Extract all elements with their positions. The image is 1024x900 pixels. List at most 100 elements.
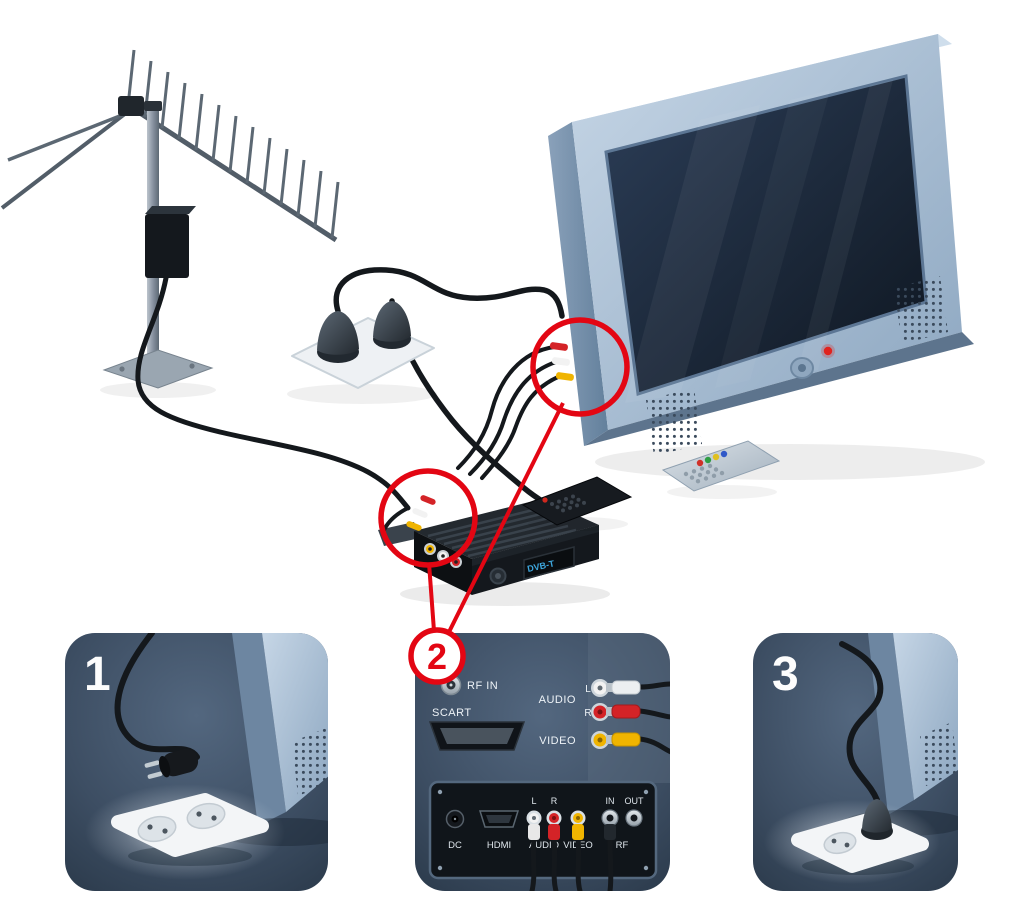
- audio-label: AUDIO: [539, 694, 576, 706]
- rf-in-small-label: IN: [606, 796, 615, 806]
- remote-keypad: [683, 463, 725, 484]
- screen-reflection: [625, 105, 760, 403]
- power-cable: [114, 633, 200, 760]
- base-bolt: [119, 366, 125, 372]
- antenna-director-elements: [126, 49, 340, 239]
- highlight-circle-stb-av: [378, 468, 478, 568]
- socket-hole: [162, 828, 168, 834]
- antenna-clamp: [118, 96, 144, 116]
- tv-speaker-grille-right: [894, 276, 948, 344]
- unplugged-power-plug: [144, 748, 199, 779]
- plugged-power-plug: [861, 799, 893, 840]
- tv-power-button-center: [798, 364, 806, 372]
- outlet-plate: [291, 317, 435, 389]
- tv-illustration: [548, 34, 985, 480]
- panel-2: RF IN SCART AUDIO L R VIDEO: [415, 633, 670, 891]
- rear-right-label: R: [551, 796, 558, 806]
- base-bolt: [189, 363, 195, 369]
- power-plug-left: [317, 311, 359, 363]
- rf-out-small-label: OUT: [625, 796, 645, 806]
- wall-outlet: [287, 301, 437, 404]
- highlight-circle-tv-av: [530, 317, 630, 417]
- tv-corner-grille: [292, 728, 328, 796]
- stb-power-button-center: [495, 573, 501, 579]
- screen-reflection: [715, 90, 830, 388]
- socket-recess-left: [137, 815, 177, 843]
- rear-audio-label: AUDIO: [529, 840, 559, 851]
- rca-plug-white: [528, 824, 540, 840]
- remote-green-button: [704, 456, 712, 464]
- step-2-badge: [408, 627, 466, 685]
- mast-cap: [144, 101, 162, 111]
- audio-left-label: L: [585, 684, 591, 695]
- panel-1-number: 1: [84, 648, 111, 701]
- stb-shadow: [400, 582, 610, 606]
- socket-hole: [844, 842, 850, 848]
- rca-plug-red: [548, 824, 560, 840]
- power-cable: [839, 641, 884, 803]
- tv-power-led: [823, 346, 833, 356]
- socket-hole: [211, 815, 217, 821]
- tv-av-connectors: [549, 342, 574, 381]
- stb-display: [523, 546, 575, 580]
- tv-corner-side: [232, 633, 286, 826]
- remote-power-button: [542, 497, 548, 503]
- rf-label: RF: [616, 840, 629, 851]
- socket-hole: [831, 838, 837, 844]
- rear-left-label: L: [531, 796, 536, 806]
- panel-1: 1: [65, 633, 328, 891]
- panel-3: 3: [753, 633, 958, 891]
- remote-yellow-button: [712, 453, 720, 461]
- stb-front-gloss: [472, 525, 599, 566]
- rf-in-label: RF IN: [467, 680, 498, 692]
- rca-plug-yellow: [572, 824, 584, 840]
- antenna-illustration: [0, 49, 340, 398]
- outlet-to-tv-power-cable: [333, 267, 565, 319]
- tv-remote: [661, 440, 781, 499]
- callouts: 2: [378, 317, 630, 685]
- power-plug-right: [373, 301, 411, 349]
- socket-recess-left: [823, 831, 857, 855]
- rca-plug-white: [611, 680, 641, 695]
- stb-remote: [521, 476, 633, 531]
- junction-box-top: [145, 206, 196, 214]
- socket-hole: [147, 824, 153, 830]
- antenna-shadow: [100, 382, 216, 398]
- hdmi-label: HDMI: [487, 840, 511, 851]
- stb-av-connectors: [406, 495, 436, 531]
- antenna-to-stb-cable: [135, 275, 411, 511]
- tv-speaker-grille-left: [646, 388, 702, 456]
- tv-corner-grille: [920, 722, 958, 786]
- socket-hole: [196, 811, 202, 817]
- audio-right-label: R: [584, 708, 591, 719]
- callout-line-to-tv: [446, 402, 565, 635]
- step-2-badge-number: 2: [427, 636, 447, 677]
- panel-3-number: 3: [772, 648, 799, 701]
- screw: [437, 789, 443, 795]
- socket-recess-right: [186, 802, 226, 830]
- rca-plug-red: [611, 704, 641, 719]
- antenna-reflector-rod-2: [7, 110, 131, 162]
- rear-panel-strip: [428, 780, 658, 880]
- stb-vent-slots: [427, 508, 577, 558]
- rear-plugged-cables: [528, 824, 616, 891]
- coax-plug-black: [604, 824, 616, 840]
- screw: [643, 865, 649, 871]
- rca-plug-yellow: [611, 732, 641, 747]
- remote-blue-button: [720, 450, 728, 458]
- remote-keypad: [550, 494, 586, 513]
- screw: [643, 789, 649, 795]
- remote-red-button: [696, 459, 704, 467]
- scart-label: SCART: [432, 707, 472, 719]
- outlet-shadow: [287, 384, 437, 404]
- dc-label: DC: [448, 840, 462, 851]
- scart-connector-inner: [440, 728, 514, 744]
- socket-shadow: [128, 846, 252, 866]
- screw: [437, 865, 443, 871]
- antenna-reflector-rod: [0, 108, 132, 210]
- junction-box: [145, 214, 189, 278]
- callout-line-to-stb: [427, 562, 436, 632]
- video-label: VIDEO: [539, 735, 576, 747]
